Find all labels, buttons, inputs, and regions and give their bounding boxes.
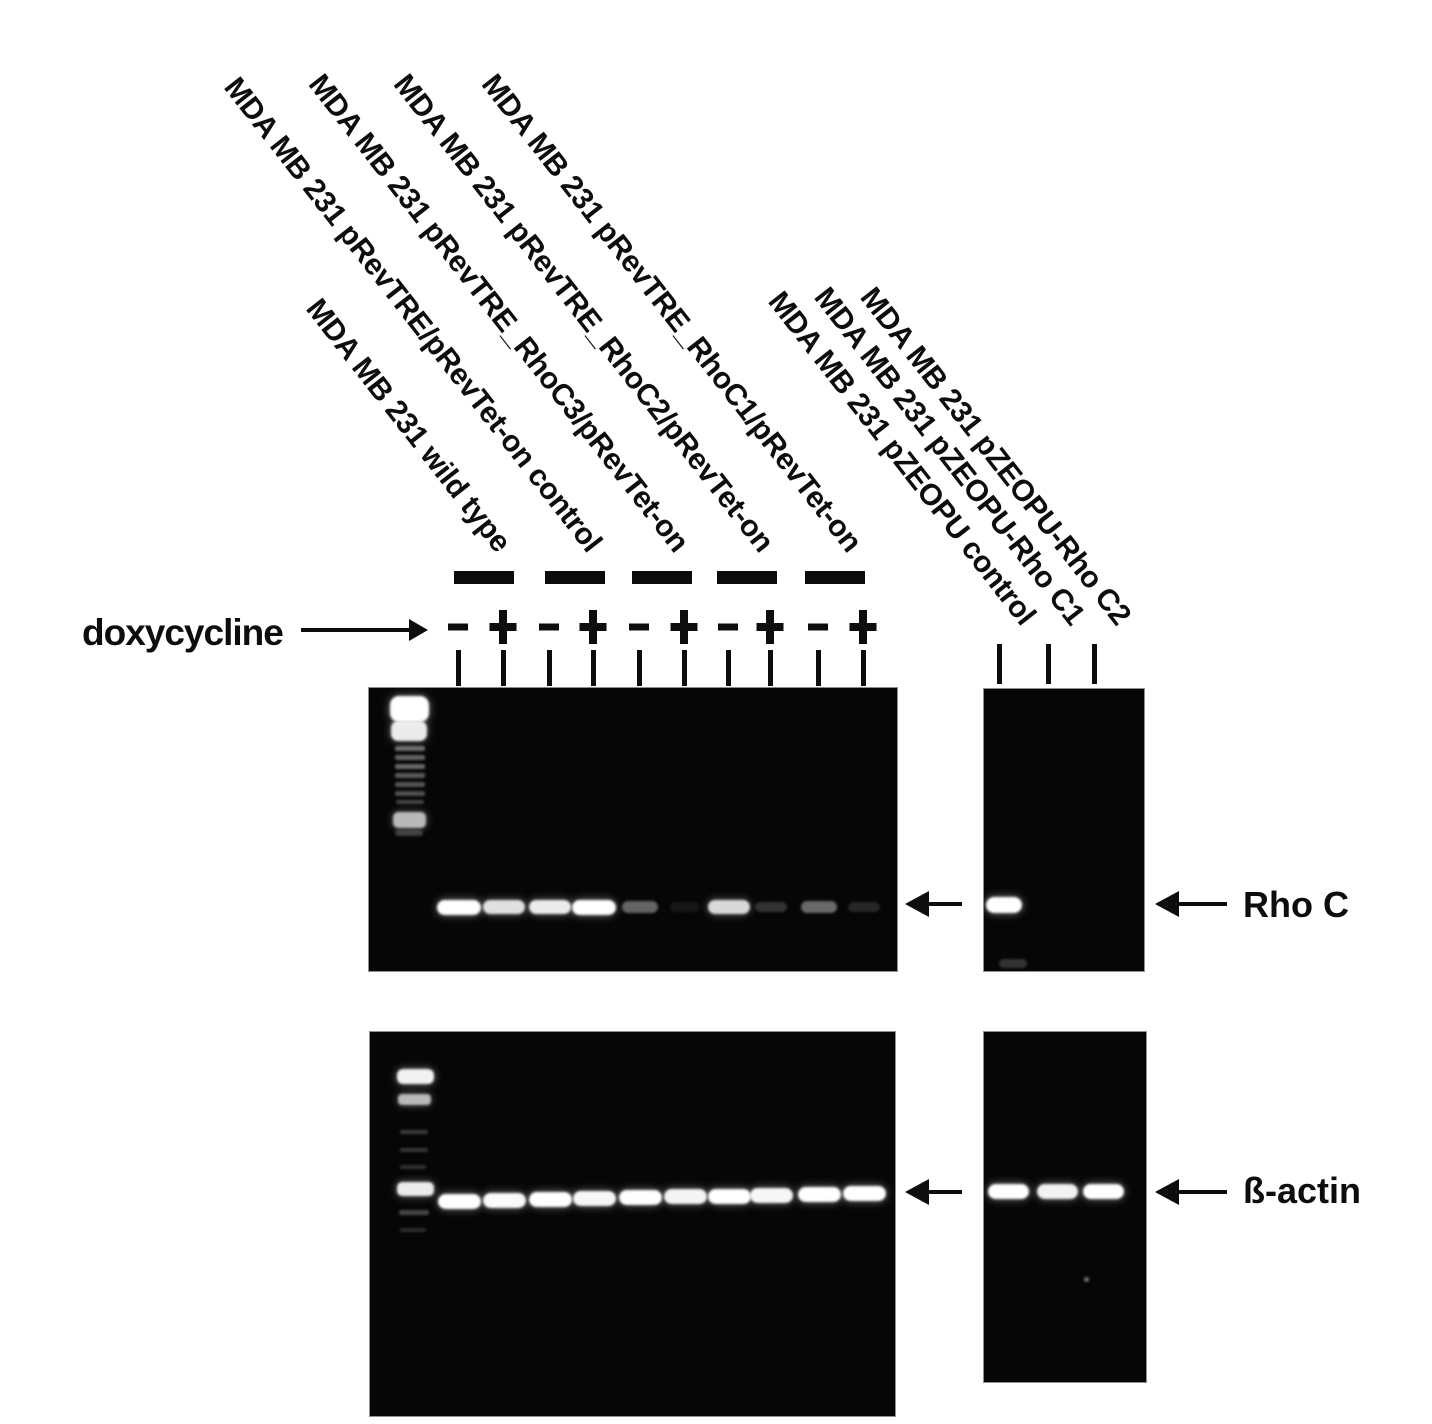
actin-band-lane-1 bbox=[437, 1193, 481, 1209]
lane-tick bbox=[681, 650, 687, 686]
group-bar bbox=[632, 571, 692, 584]
lane-tick bbox=[815, 650, 821, 686]
ladder-band bbox=[395, 746, 425, 751]
actin-band-right-lane-1 bbox=[987, 1183, 1029, 1199]
ladder-band bbox=[395, 791, 425, 796]
rhoc-band-lane-9 bbox=[801, 901, 837, 913]
arrow-shaft bbox=[923, 1190, 962, 1194]
ladder-band bbox=[390, 696, 429, 722]
lane-tick bbox=[590, 650, 596, 686]
actin-band-lane-3 bbox=[528, 1191, 572, 1207]
rhoc-band-right-lane-1 bbox=[986, 897, 1022, 913]
lane-tick bbox=[767, 650, 773, 686]
actin-band-right-lane-3 bbox=[1082, 1183, 1124, 1199]
ladder-band bbox=[395, 773, 425, 778]
ladder-band bbox=[400, 1228, 426, 1232]
lane-tick bbox=[1045, 644, 1051, 684]
rhoc-band-lane-7 bbox=[708, 899, 750, 915]
dox-sign bbox=[798, 607, 838, 647]
arrow-shaft bbox=[1173, 902, 1227, 906]
ladder-band bbox=[393, 812, 426, 828]
doxycycline-arrow-icon bbox=[301, 618, 428, 642]
arrow-shaft bbox=[923, 902, 962, 906]
ladder-band bbox=[395, 755, 425, 760]
lane-tick bbox=[455, 650, 461, 686]
group-bar bbox=[805, 571, 865, 584]
dox-sign bbox=[843, 607, 883, 647]
gel-panel-rhoc-right bbox=[983, 688, 1145, 972]
dox-sign bbox=[529, 607, 569, 647]
actin-band-lane-2 bbox=[482, 1192, 526, 1208]
actin-band-lane-10 bbox=[842, 1185, 886, 1201]
cell-line-label: MDA MB 231 pRevTRE_RhoC3/pRevTet-on bbox=[301, 68, 695, 559]
group-bar bbox=[545, 571, 605, 584]
ladder-band bbox=[400, 1130, 428, 1134]
rhoc-band-lane-5 bbox=[622, 901, 658, 913]
rhoc-band-lane-4 bbox=[572, 899, 616, 915]
arrow-head bbox=[409, 619, 428, 641]
ladder-band bbox=[397, 1069, 434, 1084]
ladder-band bbox=[398, 1094, 431, 1105]
lane-tick bbox=[636, 650, 642, 686]
rhoc-band-lane-8 bbox=[754, 901, 788, 913]
arrow-shaft bbox=[1173, 1190, 1227, 1194]
ladder-band bbox=[391, 721, 427, 741]
group-bar bbox=[717, 571, 777, 584]
rhoc-band-lane-10 bbox=[848, 902, 880, 912]
ladder-band bbox=[399, 1210, 429, 1215]
ladder-band bbox=[400, 1165, 426, 1169]
rhoc-band-lane-3 bbox=[528, 899, 572, 915]
actin-band-lane-4 bbox=[572, 1190, 616, 1206]
lane-tick bbox=[725, 650, 731, 686]
gel-artifact bbox=[1083, 1276, 1089, 1282]
gel-panel-actin-right bbox=[983, 1031, 1147, 1383]
actin-band-right-lane-2 bbox=[1036, 1183, 1078, 1199]
actin-arrow-icon-right bbox=[1155, 1179, 1227, 1205]
ladder-band bbox=[397, 1182, 434, 1196]
actin-band-lane-7 bbox=[707, 1188, 751, 1204]
lane-tick bbox=[860, 650, 866, 686]
actin-arrow-icon-mid bbox=[905, 1179, 962, 1205]
dox-sign bbox=[750, 607, 790, 647]
ladder-band bbox=[396, 800, 424, 804]
rhoc-band-lane-1 bbox=[437, 899, 481, 915]
lane-tick bbox=[546, 650, 552, 686]
dox-sign bbox=[573, 607, 613, 647]
actin-band-lane-5 bbox=[618, 1189, 662, 1205]
rhoc-band-label: Rho C bbox=[1243, 884, 1349, 925]
dox-sign bbox=[664, 607, 704, 647]
dox-sign bbox=[708, 607, 748, 647]
ladder-band bbox=[400, 1148, 428, 1152]
dox-sign bbox=[619, 607, 659, 647]
gel-panel-actin-left bbox=[369, 1031, 896, 1417]
actin-band-lane-8 bbox=[749, 1187, 793, 1203]
actin-band-label: ß-actin bbox=[1243, 1170, 1362, 1211]
ladder-band bbox=[395, 782, 425, 787]
lane-tick bbox=[1091, 644, 1097, 684]
dox-sign bbox=[438, 607, 478, 647]
dox-sign bbox=[483, 607, 523, 647]
rhoc-arrow-icon-mid bbox=[905, 891, 962, 917]
doxycycline-label: doxycycline bbox=[82, 612, 284, 653]
rhoc-band-lane-6 bbox=[669, 902, 701, 912]
lane-tick bbox=[996, 644, 1002, 684]
rhoc-band-lane-2 bbox=[482, 899, 526, 915]
gel-panel-rhoc-left bbox=[368, 687, 898, 972]
group-bar bbox=[454, 571, 514, 584]
actin-band-lane-9 bbox=[797, 1186, 841, 1202]
ladder-band bbox=[395, 830, 423, 836]
lane-tick bbox=[500, 650, 506, 686]
rhoc-arrow-icon-right bbox=[1155, 891, 1227, 917]
arrow-shaft bbox=[301, 628, 414, 632]
ladder-band bbox=[395, 764, 425, 769]
actin-band-lane-6 bbox=[663, 1188, 707, 1204]
gel-artifact bbox=[999, 958, 1027, 968]
